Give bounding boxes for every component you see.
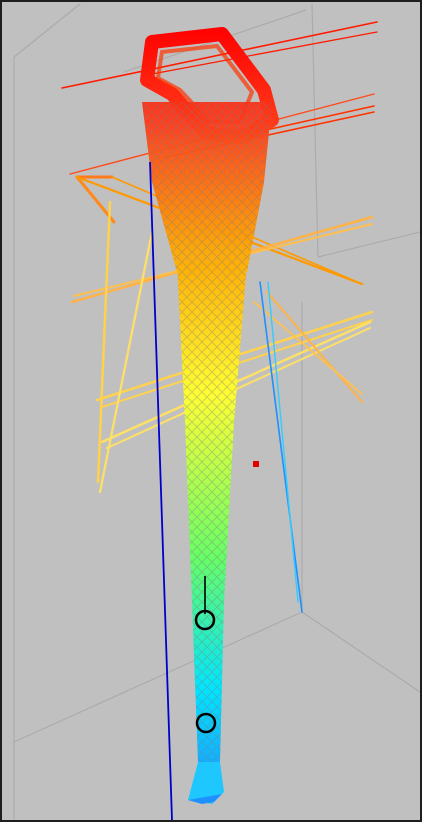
grid-lines [13, 3, 420, 820]
red-point[interactable] [253, 461, 259, 467]
marker-circle-lower[interactable] [195, 712, 217, 734]
marker-group [194, 576, 217, 734]
tower-structure [140, 27, 279, 804]
ground-trace-line [149, 161, 173, 820]
marker-circle-upper[interactable] [194, 609, 216, 631]
